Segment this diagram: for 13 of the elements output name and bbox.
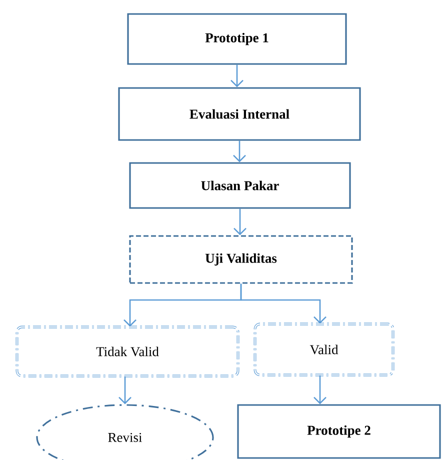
process-box: Uji Validitas <box>129 235 353 284</box>
arrow <box>234 208 246 236</box>
outcome-box: Tidak Valid <box>16 326 240 378</box>
arrow <box>118 376 132 404</box>
outcome-box: Valid <box>254 322 394 376</box>
arrow <box>233 140 246 162</box>
arrow <box>230 64 244 88</box>
process-box: Evaluasi Internal <box>118 87 361 141</box>
arrow <box>240 284 326 324</box>
process-box: Ulasan Pakar <box>129 162 351 209</box>
process-box: Prototipe 2 <box>237 404 441 459</box>
process-box: Prototipe 1 <box>127 13 347 65</box>
arrow <box>314 375 326 404</box>
